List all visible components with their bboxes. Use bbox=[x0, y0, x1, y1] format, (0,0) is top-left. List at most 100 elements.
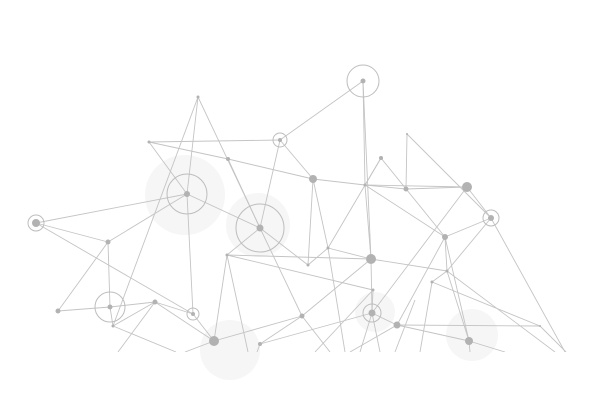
network-edge bbox=[279, 139, 314, 180]
network-node bbox=[465, 337, 473, 345]
node-ring bbox=[27, 214, 45, 232]
network-node bbox=[393, 321, 401, 329]
network-strand bbox=[327, 247, 346, 352]
network-node bbox=[306, 263, 310, 267]
network-node bbox=[147, 140, 151, 144]
network-edge bbox=[186, 193, 261, 229]
node-ring bbox=[166, 173, 208, 215]
network-edge bbox=[405, 133, 408, 190]
network-edge bbox=[259, 227, 303, 317]
network-edge bbox=[226, 254, 374, 291]
network-node bbox=[184, 191, 190, 197]
network-node bbox=[371, 288, 375, 292]
network-node bbox=[379, 156, 383, 160]
network-node bbox=[406, 133, 408, 135]
network-strand bbox=[539, 325, 567, 352]
network-node bbox=[488, 215, 494, 221]
network-edge bbox=[444, 217, 492, 238]
network-strand bbox=[117, 301, 156, 352]
network-node bbox=[225, 253, 229, 257]
network-edge bbox=[396, 324, 470, 342]
network-edge bbox=[380, 157, 446, 238]
network-edge bbox=[154, 301, 194, 315]
network-edge bbox=[259, 315, 303, 345]
network-strand bbox=[419, 281, 433, 352]
network-node bbox=[445, 269, 449, 273]
network-node bbox=[111, 324, 115, 328]
network-edge bbox=[431, 281, 541, 327]
network-edge bbox=[446, 270, 470, 342]
network-node bbox=[209, 336, 219, 346]
network-node bbox=[363, 183, 367, 187]
network-node bbox=[32, 219, 40, 227]
network-strand bbox=[371, 312, 381, 352]
network-edge bbox=[396, 324, 541, 327]
network-edge bbox=[371, 186, 468, 314]
network-edge bbox=[148, 139, 281, 143]
node-ring bbox=[272, 132, 288, 148]
network-edge bbox=[227, 158, 314, 180]
network-node bbox=[442, 234, 448, 240]
network-edge bbox=[312, 178, 329, 249]
network-edge bbox=[213, 254, 228, 342]
node-ring bbox=[186, 307, 200, 321]
network-edge bbox=[466, 186, 492, 219]
network-edge bbox=[259, 227, 309, 266]
edge-layer bbox=[35, 80, 567, 352]
network-node bbox=[539, 325, 541, 327]
network-node bbox=[326, 246, 330, 250]
network-strand bbox=[314, 289, 374, 352]
network-edge bbox=[444, 236, 470, 342]
network-node bbox=[366, 254, 376, 264]
network-edge bbox=[364, 184, 468, 188]
network-node bbox=[258, 342, 262, 346]
network-edge bbox=[186, 96, 199, 195]
network-node bbox=[55, 308, 61, 314]
network-node bbox=[368, 309, 376, 317]
network-strand bbox=[394, 299, 416, 352]
network-edge bbox=[213, 315, 303, 342]
network-edge bbox=[112, 96, 199, 327]
network-edge bbox=[259, 139, 281, 229]
network-node bbox=[256, 224, 264, 232]
network-edge bbox=[396, 236, 446, 326]
network-edge bbox=[301, 258, 372, 317]
node-ring bbox=[482, 209, 500, 227]
network-edge bbox=[371, 289, 374, 314]
network-edge bbox=[364, 184, 407, 190]
network-strand bbox=[349, 324, 398, 352]
network-strand bbox=[226, 254, 249, 352]
network-edge bbox=[35, 222, 194, 315]
network-node bbox=[196, 95, 200, 99]
haze-blob bbox=[200, 320, 260, 380]
network-edge bbox=[35, 193, 188, 224]
network-node bbox=[191, 312, 195, 316]
network-node bbox=[152, 299, 158, 305]
network-strand bbox=[301, 315, 331, 352]
network-edge bbox=[446, 217, 492, 272]
network-edge bbox=[154, 301, 215, 342]
network-strand bbox=[184, 340, 215, 352]
network-node bbox=[105, 239, 111, 245]
network-edge bbox=[148, 141, 188, 195]
network-strand bbox=[468, 340, 506, 352]
network-node bbox=[403, 186, 409, 192]
network-edge bbox=[227, 158, 261, 229]
network-edge bbox=[327, 247, 372, 260]
network-edge bbox=[259, 312, 373, 345]
node-ring bbox=[362, 303, 382, 323]
network-edge bbox=[112, 301, 156, 327]
network-node bbox=[430, 280, 434, 284]
network-edge bbox=[35, 222, 109, 243]
network-edge bbox=[279, 80, 364, 141]
network-strand bbox=[490, 217, 566, 352]
network-strand bbox=[112, 325, 177, 352]
network-edge bbox=[312, 178, 366, 186]
network-edge bbox=[307, 247, 329, 266]
network-edge bbox=[431, 270, 448, 283]
network-node bbox=[309, 175, 317, 183]
network-node bbox=[360, 78, 366, 84]
network-edge bbox=[57, 306, 111, 312]
